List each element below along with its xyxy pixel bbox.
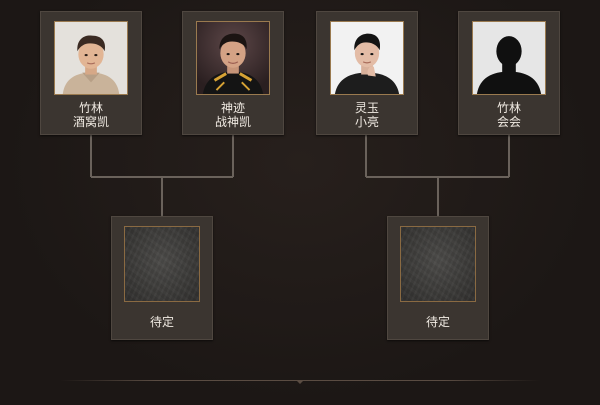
pending-card-2[interactable]: 待定	[387, 216, 489, 340]
player-name-4: 竹林 会会	[496, 101, 521, 129]
pending-card-1[interactable]: 待定	[111, 216, 213, 340]
player-avatar-icon	[331, 22, 403, 94]
pending-photo-placeholder	[124, 226, 200, 302]
player-card-1[interactable]: 竹林 酒窝凯	[40, 11, 142, 135]
caret-down-icon	[296, 380, 304, 384]
player-photo-2	[196, 21, 270, 95]
silhouette-avatar-icon	[473, 22, 545, 94]
player-photo-3	[330, 21, 404, 95]
player-photo-4	[472, 21, 546, 95]
player-avatar-icon	[55, 22, 127, 94]
player-card-2[interactable]: 神迹 战神凯	[182, 11, 284, 135]
player-card-4[interactable]: 竹林 会会	[458, 11, 560, 135]
pending-label: 待定	[425, 315, 450, 329]
player-name-1: 竹林 酒窝凯	[72, 101, 109, 129]
connector-right	[365, 135, 510, 216]
player-card-3[interactable]: 灵玉 小亮	[316, 11, 418, 135]
pending-label: 待定	[149, 315, 174, 329]
player-photo-1	[54, 21, 128, 95]
player-avatar-icon	[197, 22, 269, 94]
connector-left	[90, 135, 234, 216]
player-name-3: 灵玉 小亮	[354, 101, 379, 129]
player-name-2: 神迹 战神凯	[214, 101, 251, 129]
pending-photo-placeholder	[400, 226, 476, 302]
